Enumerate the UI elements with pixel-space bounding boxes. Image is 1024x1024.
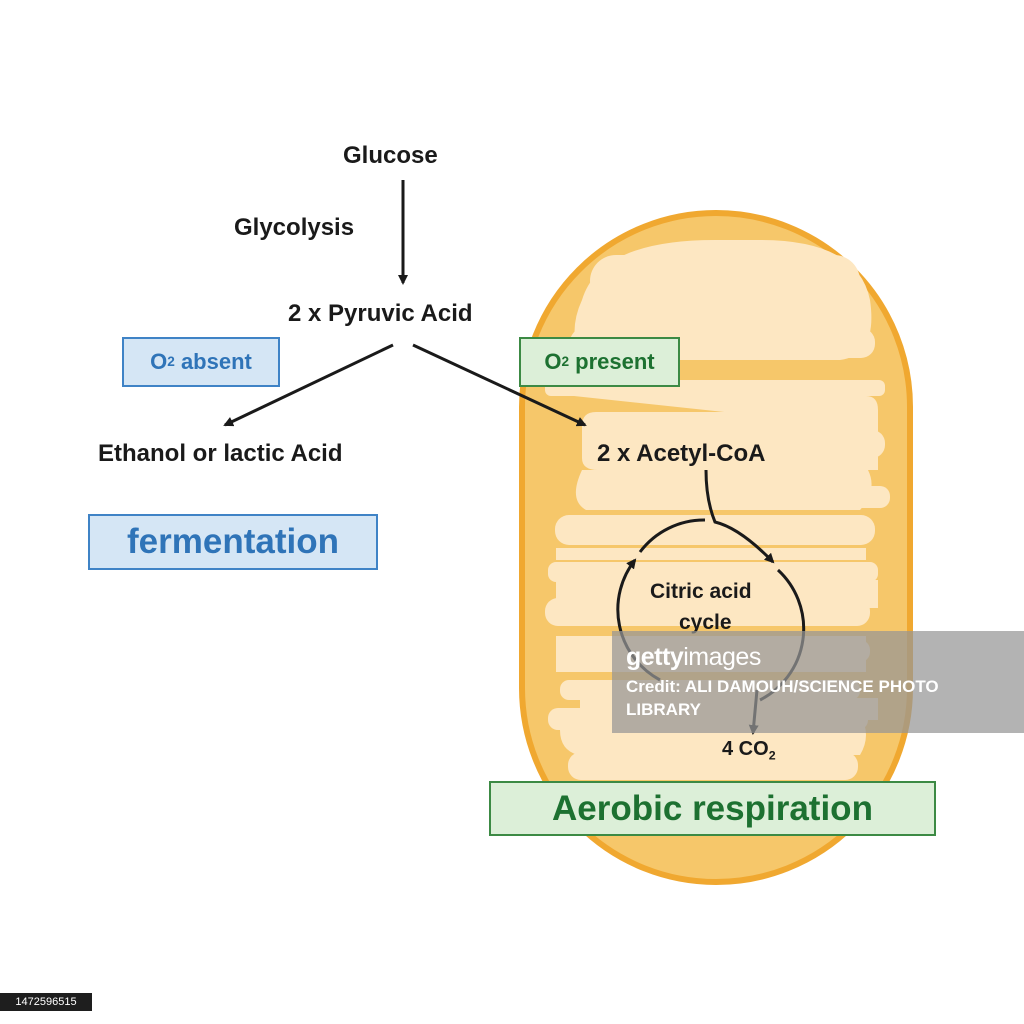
glycolysis-label: Glycolysis [234, 214, 355, 241]
crista-band [548, 562, 878, 582]
o2-absent-text: absent [174, 349, 252, 374]
citric-acid-label-line2: cycle [679, 611, 732, 634]
o2-present-text: present [569, 349, 655, 374]
crista-band [600, 486, 890, 508]
crista-band [545, 598, 870, 626]
logo-bold-part: getty [626, 643, 684, 671]
crista-band [590, 255, 860, 307]
cycle-arc-top [638, 518, 706, 553]
fermentation-badge: fermentation [88, 514, 378, 570]
acetyl-coa-label: 2 x Acetyl-CoA [597, 440, 766, 467]
logo-light-part: images [683, 643, 761, 671]
pyruvic-acid-label: 2 x Pyruvic Acid [288, 300, 473, 327]
getty-images-logo: gettyimages [626, 643, 761, 672]
image-id-tag: 1472596515 [0, 993, 92, 1011]
fermentation-label: fermentation [127, 522, 339, 561]
o2-absent-symbol: O [150, 349, 168, 374]
crista-band [585, 430, 885, 458]
arrow-pyruvic-to-ethanol [223, 343, 394, 427]
arrow-pyruvic-to-acetyl [412, 343, 587, 427]
aerobic-respiration-badge: Aerobic respiration [489, 781, 936, 836]
crista-band [555, 515, 875, 545]
citric-acid-label-line1: Citric acid [650, 580, 752, 603]
co2-subscript: 2 [768, 748, 776, 763]
watermark-overlay: gettyimages Credit: ALI DAMOUH/SCIENCE P… [612, 631, 1024, 733]
co2-text: 4 CO [722, 738, 769, 760]
photo-credit: Credit: ALI DAMOUH/SCIENCE PHOTO LIBRARY [626, 677, 939, 719]
crista-band [568, 752, 858, 780]
aerobic-respiration-label: Aerobic respiration [552, 788, 873, 828]
glucose-label: Glucose [343, 142, 438, 169]
arrow-acetyl-to-cycle [704, 469, 775, 564]
ethanol-lactic-acid-label: Ethanol or lactic Acid [98, 440, 343, 467]
o2-present-symbol: O [544, 349, 562, 374]
co2-label: 4 CO2 [722, 738, 776, 763]
